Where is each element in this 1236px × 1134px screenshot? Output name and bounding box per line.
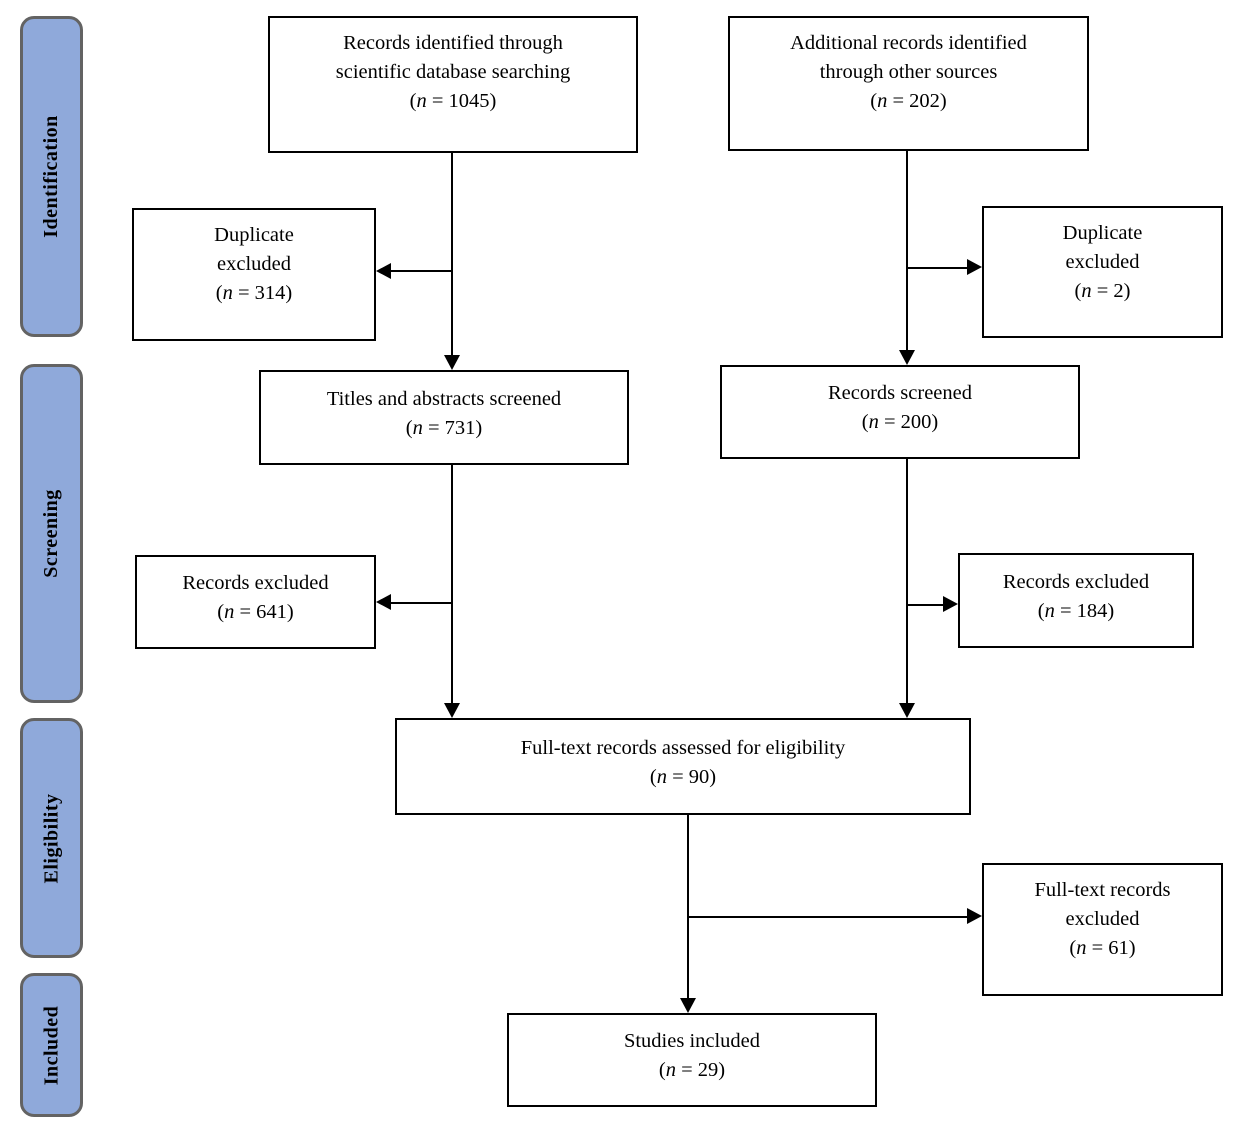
stage-band-eligibility: Eligibility: [20, 718, 83, 958]
connector-additional-to-screened-line: [906, 151, 908, 350]
connector-to-fulltext-excluded-arrowhead: [967, 908, 982, 924]
connector-identified-to-screened-line: [451, 153, 453, 355]
connector-to-records-excluded-left-arrowhead: [376, 594, 391, 610]
box-records-identified-line2: scientific database searching: [335, 61, 571, 83]
connector-additional-to-screened-arrowhead: [899, 350, 915, 365]
box-fulltext-assessed: Full-text records assessed for eligibili…: [395, 718, 971, 815]
box-fulltext-excluded-line2: excluded: [1065, 908, 1140, 930]
box-records-excluded-right-line1: Records excluded: [1002, 570, 1150, 593]
connector-screened-to-fulltext-right-arrowhead: [899, 703, 915, 718]
box-titles-abstracts-screened-line1: Titles and abstracts screened: [326, 387, 562, 410]
box-records-excluded-right-count: (n = 184): [1037, 599, 1115, 622]
box-fulltext-assessed-count: (n = 90): [649, 765, 717, 788]
connector-to-records-excluded-right-line: [907, 604, 943, 606]
connector-to-duplicate-right-arrowhead: [967, 259, 982, 275]
connector-to-records-excluded-right-arrowhead: [943, 596, 958, 612]
box-records-identified-count: (n = 1045): [409, 90, 497, 112]
connector-screened-to-fulltext-left-line: [451, 465, 453, 703]
box-titles-abstracts-screened-count: (n = 731): [405, 416, 483, 439]
connector-identified-to-screened-arrowhead: [444, 355, 460, 370]
stage-label-eligibility: Eligibility: [40, 793, 62, 883]
box-records-excluded-left: Records excluded (n = 641): [135, 555, 376, 649]
box-duplicate-excluded-left-line2: excluded: [217, 253, 291, 275]
box-fulltext-excluded: Full-text records excluded (n = 61): [982, 863, 1223, 996]
box-records-identified: Records identified through scientific da…: [268, 16, 638, 153]
connector-screened-to-fulltext-left-arrowhead: [444, 703, 460, 718]
box-additional-records-line2: through other sources: [819, 61, 998, 83]
connector-to-records-excluded-left-line: [391, 602, 452, 604]
box-records-excluded-left-line1: Records excluded: [182, 572, 329, 594]
box-duplicate-excluded-right-line1: Duplicate: [1062, 222, 1143, 244]
box-duplicate-excluded-left-count: (n = 314): [215, 282, 293, 304]
stage-band-screening: Screening: [20, 364, 83, 703]
connector-to-duplicate-right-line: [907, 267, 967, 269]
box-additional-records-count: (n = 202): [870, 90, 947, 112]
connector-screened-to-fulltext-right-line: [906, 459, 908, 703]
box-studies-included-count: (n = 29): [658, 1059, 726, 1081]
box-fulltext-excluded-count: (n = 61): [1069, 937, 1136, 959]
stage-label-identification: Identification: [40, 115, 62, 238]
box-records-screened-line1: Records screened: [827, 382, 972, 404]
box-records-screened-count: (n = 200): [861, 411, 939, 433]
box-records-identified-line1: Records identified through: [343, 32, 563, 54]
box-additional-records: Additional records identified through ot…: [728, 16, 1089, 151]
connector-to-duplicate-left-line: [391, 270, 452, 272]
box-titles-abstracts-screened: Titles and abstracts screened (n = 731): [259, 370, 629, 465]
box-fulltext-assessed-line1: Full-text records assessed for eligibili…: [520, 736, 846, 759]
box-records-excluded-left-count: (n = 641): [217, 601, 294, 623]
box-records-screened: Records screened (n = 200): [720, 365, 1080, 459]
box-studies-included-line1: Studies included: [623, 1030, 761, 1052]
connector-to-duplicate-left-arrowhead: [376, 263, 391, 279]
box-duplicate-excluded-left: Duplicate excluded (n = 314): [132, 208, 376, 341]
stage-band-identification: Identification: [20, 16, 83, 337]
connector-fulltext-to-included-arrowhead: [680, 998, 696, 1013]
connector-to-fulltext-excluded-line: [687, 916, 967, 918]
box-additional-records-line1: Additional records identified: [790, 32, 1027, 54]
box-duplicate-excluded-left-line1: Duplicate: [214, 224, 294, 246]
box-studies-included: Studies included (n = 29): [507, 1013, 877, 1107]
box-records-excluded-right: Records excluded (n = 184): [958, 553, 1194, 648]
box-duplicate-excluded-right-count: (n = 2): [1074, 280, 1131, 302]
box-duplicate-excluded-right-line2: excluded: [1065, 251, 1140, 273]
box-fulltext-excluded-line1: Full-text records: [1034, 879, 1171, 901]
stage-band-included: Included: [20, 973, 83, 1117]
stage-label-screening: Screening: [40, 489, 63, 578]
stage-label-included: Included: [40, 1005, 62, 1085]
box-duplicate-excluded-right: Duplicate excluded (n = 2): [982, 206, 1223, 338]
connector-fulltext-to-included-line: [687, 815, 689, 998]
